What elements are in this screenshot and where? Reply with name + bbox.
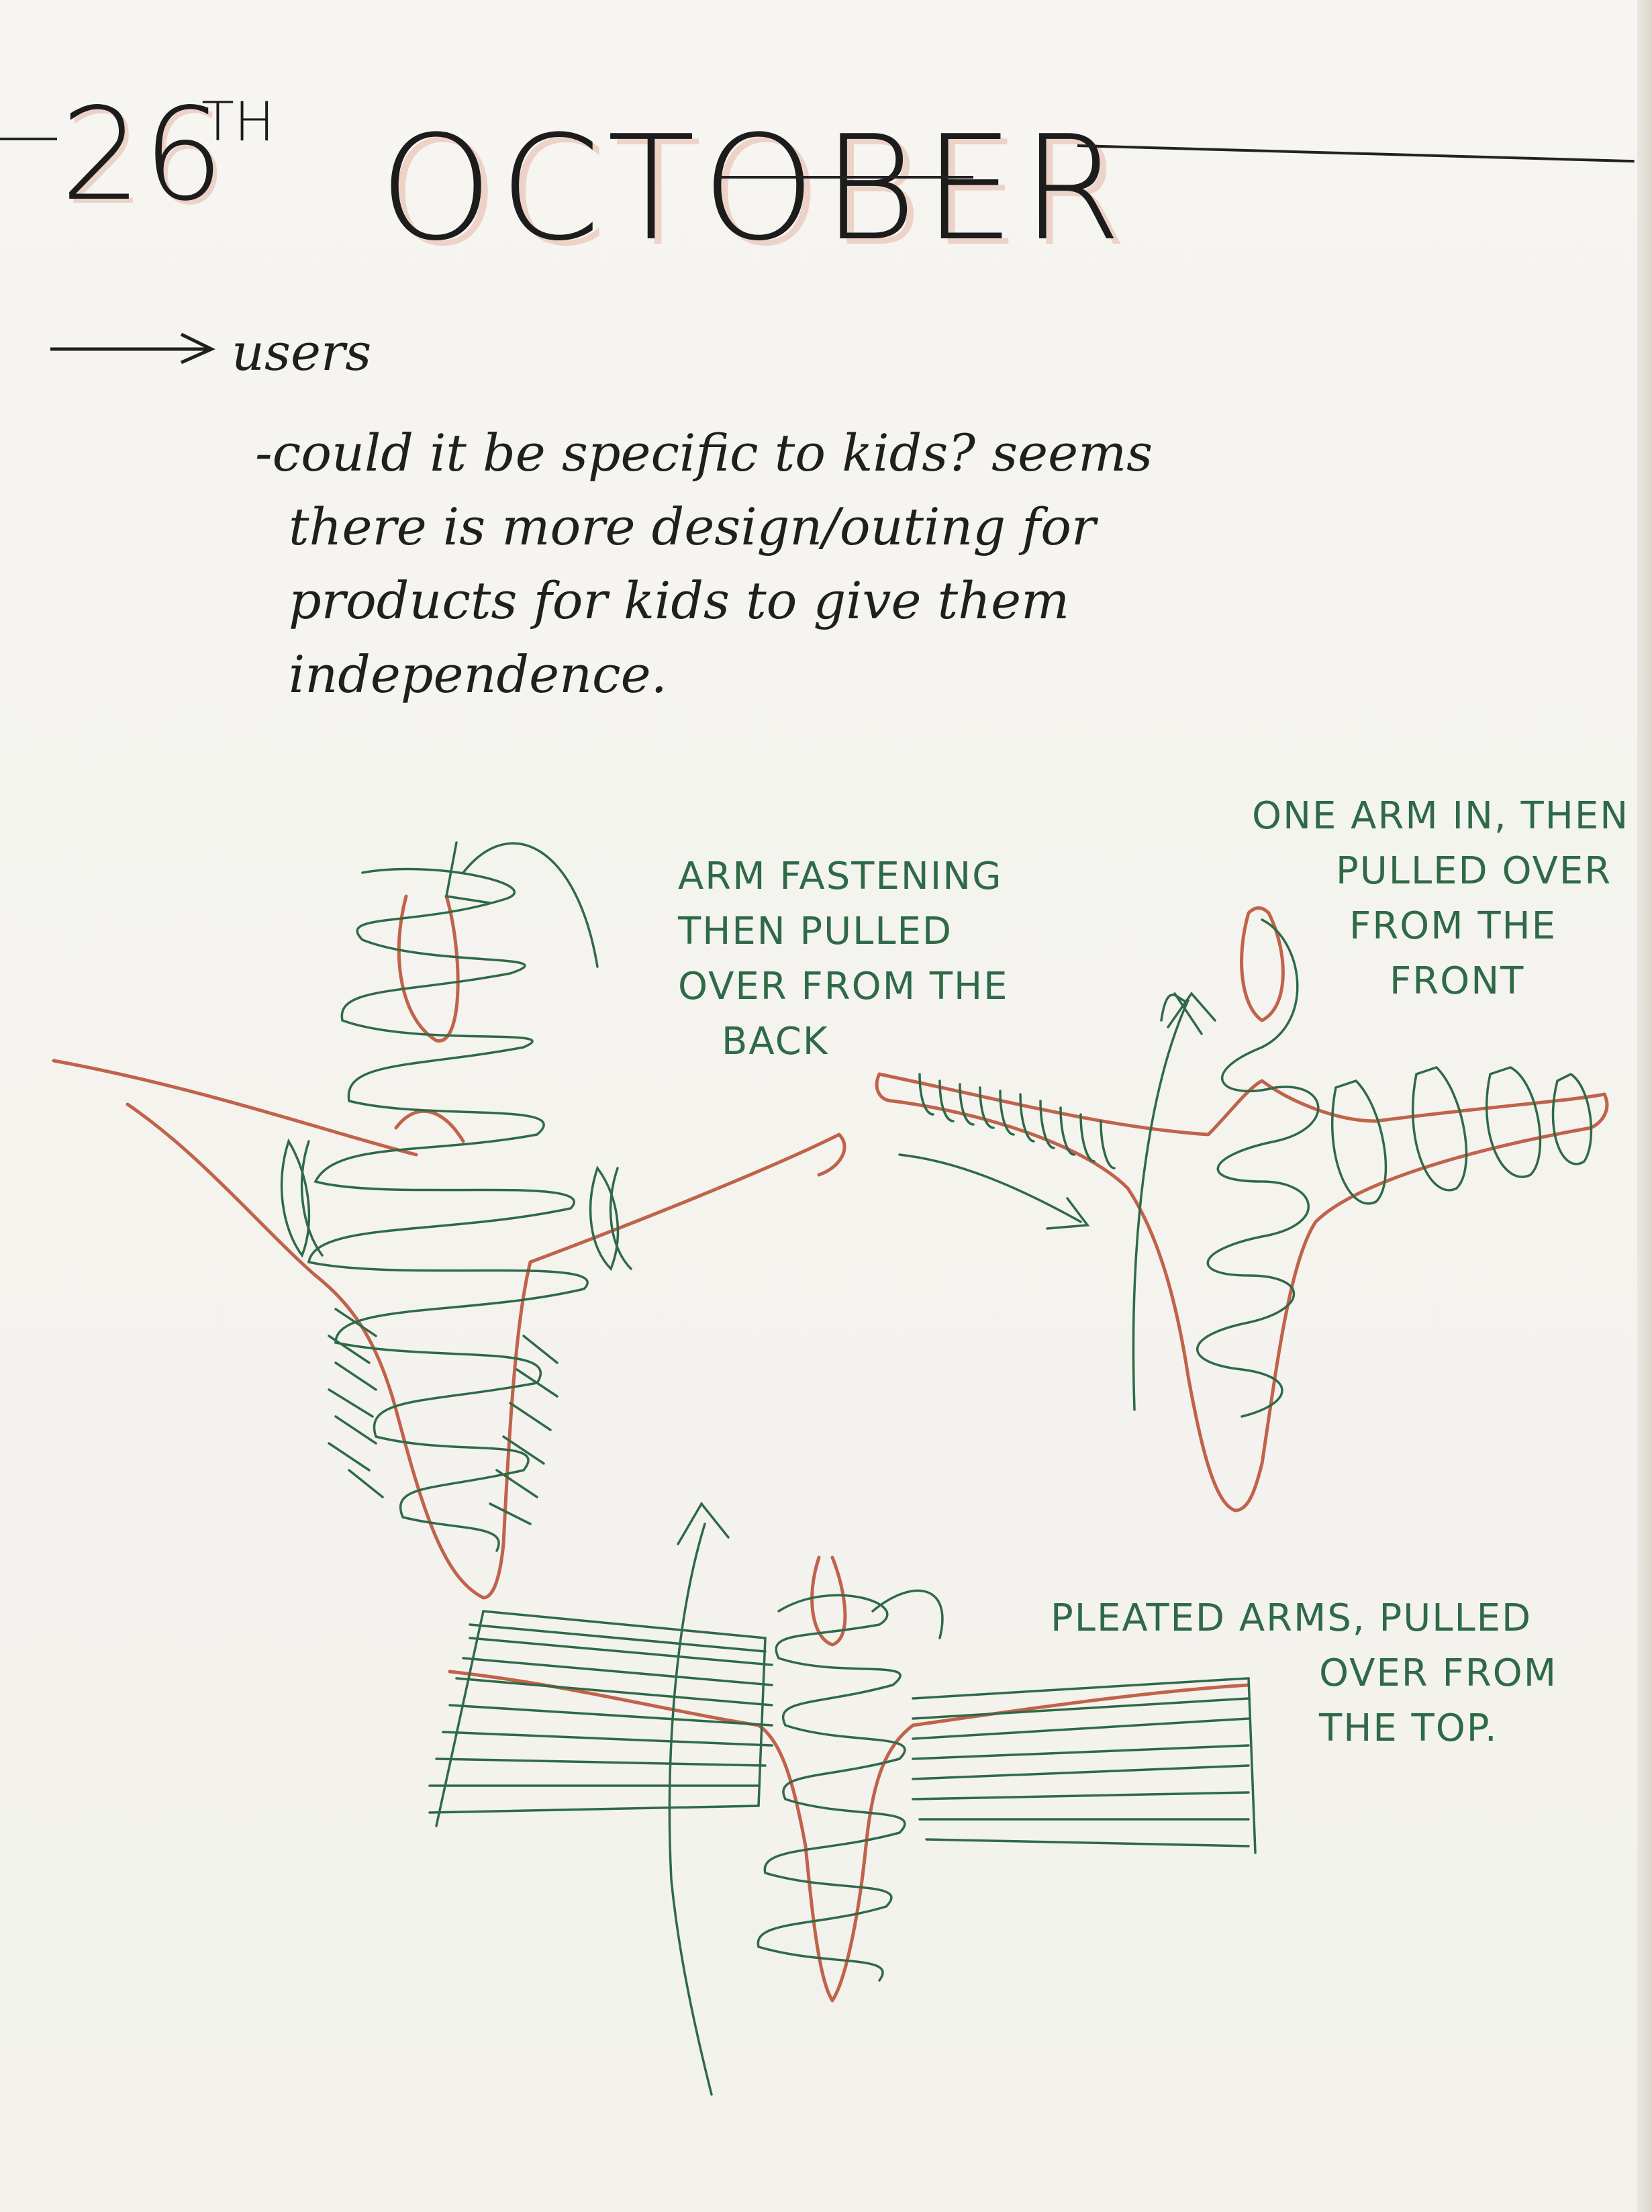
sketch3-caption-2: OVER FROM: [1319, 1646, 1557, 1701]
sketch3-caption-3: THE TOP.: [1319, 1701, 1498, 1756]
sketch3-caption-1: PLEATED ARMS, PULLED: [1051, 1591, 1532, 1646]
